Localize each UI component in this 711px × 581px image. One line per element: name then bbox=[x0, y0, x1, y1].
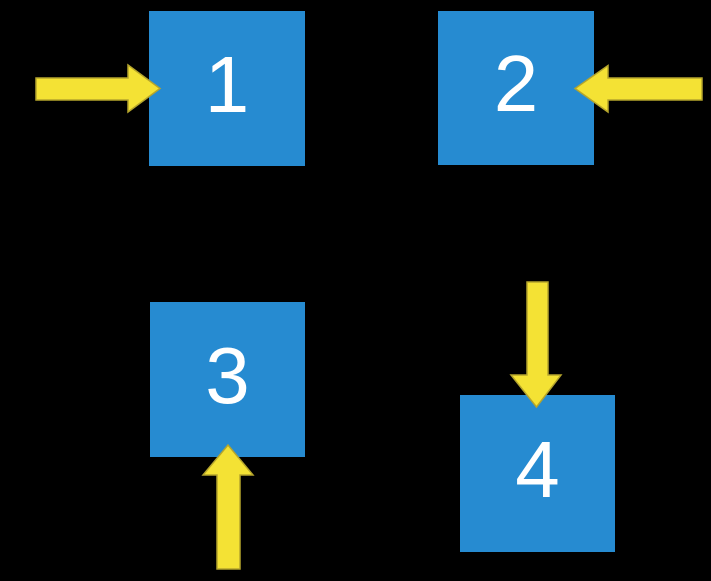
box-2-label: 2 bbox=[493, 39, 539, 128]
box-3: 3 bbox=[150, 302, 305, 457]
arrow-left-icon bbox=[573, 64, 703, 114]
box-4-label: 4 bbox=[515, 424, 560, 514]
box-2: 2 bbox=[438, 11, 594, 165]
arrow-right-icon bbox=[35, 63, 162, 114]
box-1-label: 1 bbox=[204, 39, 250, 129]
box-4: 4 bbox=[460, 395, 615, 552]
arrow-down-icon bbox=[509, 281, 563, 409]
arrow-up-icon bbox=[201, 443, 255, 570]
box-1: 1 bbox=[149, 11, 305, 166]
box-3-label: 3 bbox=[205, 330, 250, 420]
